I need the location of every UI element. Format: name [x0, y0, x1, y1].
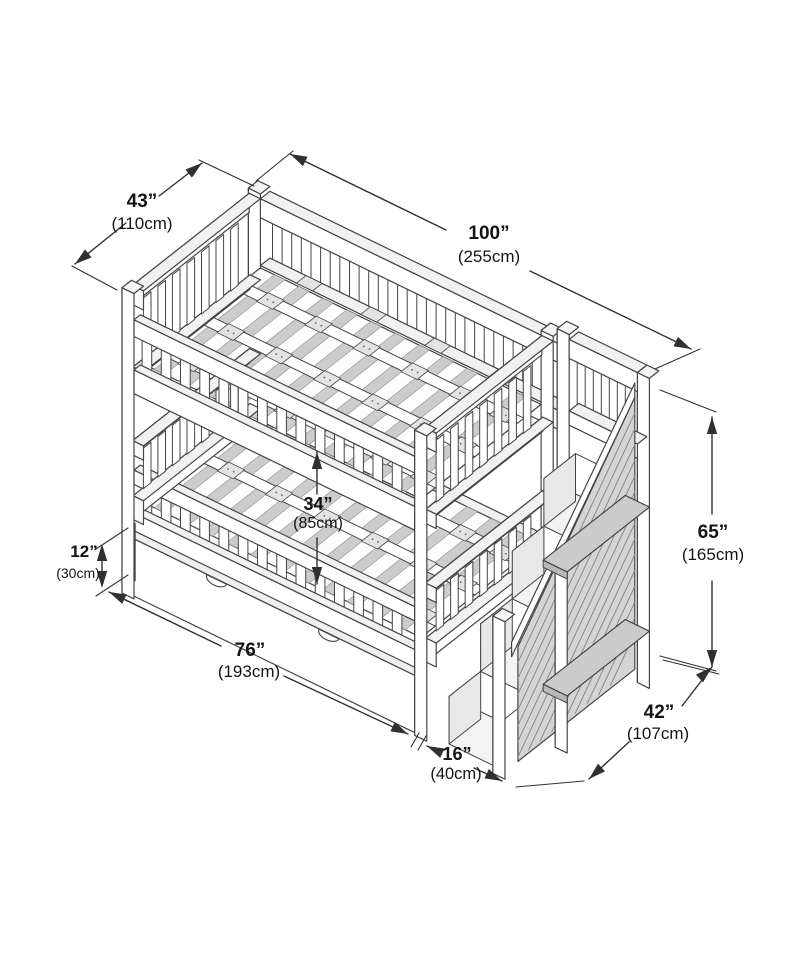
dimension-value-cm: (30cm): [56, 565, 100, 581]
dimension-value-inches: 76”: [235, 640, 266, 661]
dimension-value-inches: 34”: [303, 494, 332, 514]
dimension-overall-height: 65” (165cm): [659, 389, 744, 672]
dimension-staircase-depth: 42”(107cm): [515, 659, 720, 788]
dimension-value-inches: 43”: [127, 191, 158, 212]
dimension-value-inches: 42”: [644, 702, 675, 723]
dimension-value-inches: 12”: [70, 542, 97, 561]
dimension-value-inches: 16”: [442, 744, 471, 764]
dimension-value-cm: (193cm): [218, 662, 280, 681]
dimension-value-cm: (40cm): [430, 765, 481, 783]
dimension-value-cm: (110cm): [111, 214, 172, 233]
dimension-value-inches: 100”: [468, 223, 509, 244]
dimension-bed-width: 43” (110cm): [71, 159, 255, 291]
dimension-annotations: 43” (110cm) 100” (255cm) 65” (165cm) 34”(85cm)…: [56, 150, 744, 788]
dimension-bunk-clearance: 34”(85cm): [293, 451, 343, 585]
dimension-value-cm: (85cm): [293, 515, 343, 532]
dimension-value-cm: (165cm): [682, 545, 744, 564]
dimension-bed-length: 76”(193cm): [108, 591, 409, 735]
dimension-overall-length: 100” (255cm): [255, 150, 701, 370]
dimension-value-cm: (107cm): [627, 724, 689, 743]
dimension-trundle-height: 12” (30cm): [56, 527, 129, 597]
dimension-stair-overhang: 16”(40cm): [410, 732, 503, 783]
bunk-bed-drawing: [121, 180, 660, 780]
dimension-value-inches: 65”: [698, 522, 729, 543]
dimension-value-cm: (255cm): [458, 247, 520, 266]
